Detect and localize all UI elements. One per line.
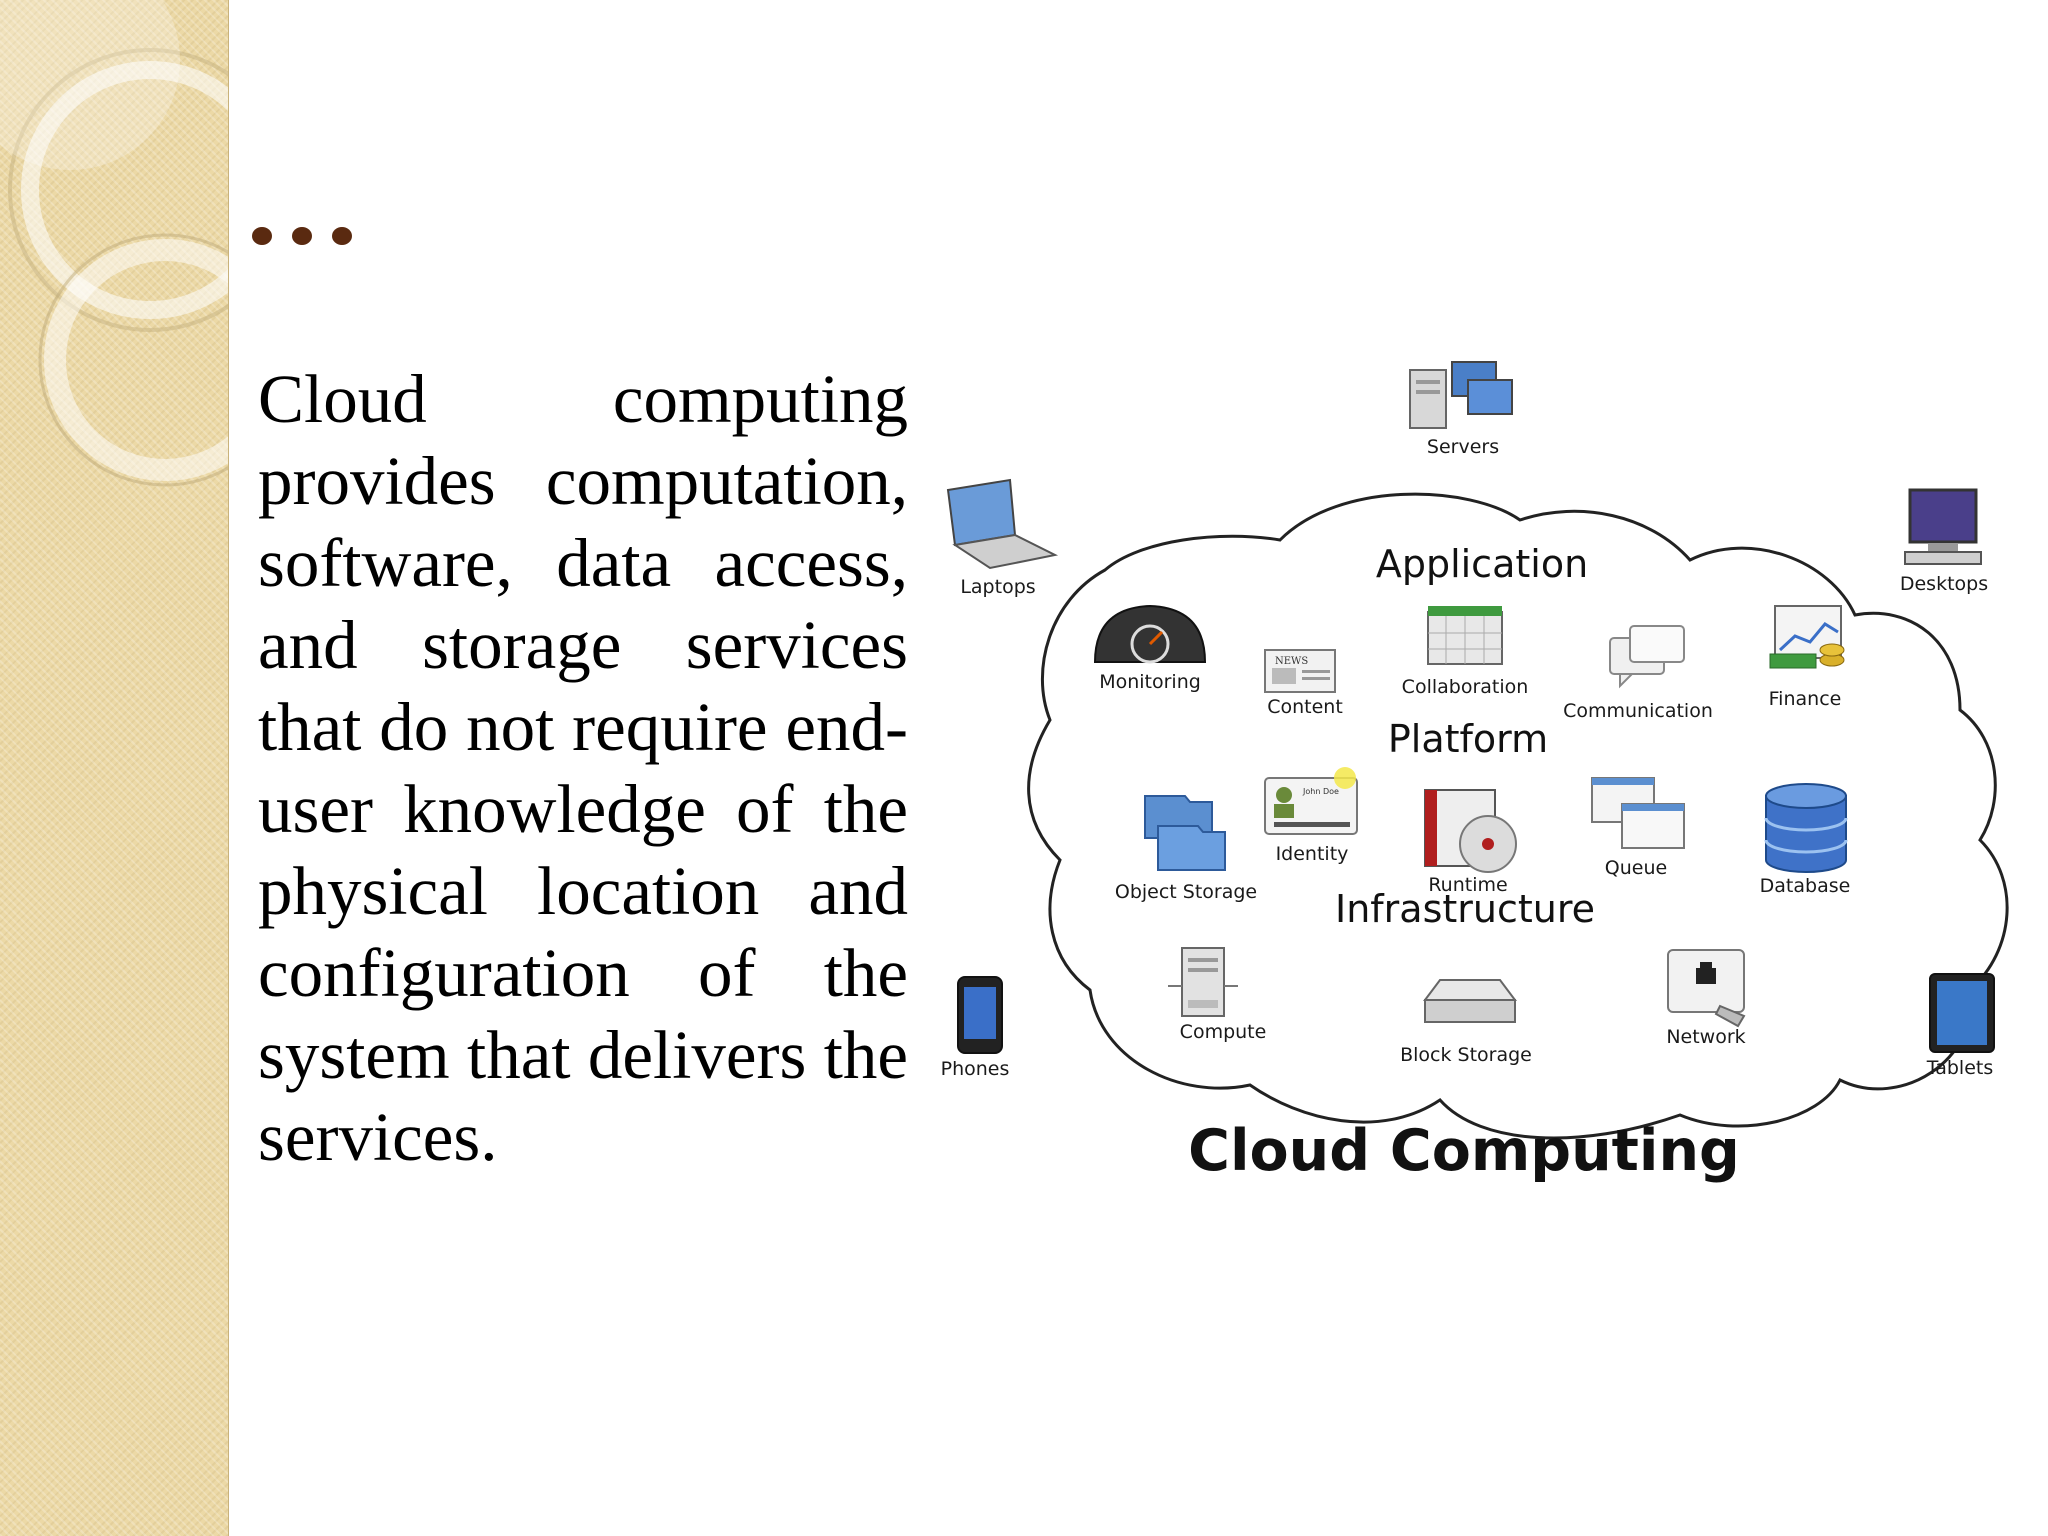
finance-icon (1769, 605, 1845, 669)
database-icon (1764, 783, 1848, 873)
monitoring-icon (1093, 604, 1207, 664)
desktops-label: Desktops (1900, 573, 1988, 595)
phones-label: Phones (941, 1058, 1010, 1080)
decorative-sidebar (0, 0, 229, 1536)
monitoring-label: Monitoring (1099, 671, 1201, 693)
tablet-icon (1929, 973, 1995, 1053)
object-storage-icon (1144, 795, 1226, 871)
platform-heading: Platform (1388, 717, 1548, 761)
diagram-title: Cloud Computing (1188, 1118, 1740, 1184)
content-icon: NEWS (1264, 649, 1336, 693)
infrastructure-heading: Infrastructure (1335, 887, 1595, 931)
body-paragraph: Cloud computing provides computation, so… (258, 361, 908, 1175)
block-storage-icon (1423, 979, 1517, 1023)
communication-icon (1609, 625, 1685, 689)
database-label: Database (1760, 875, 1851, 897)
laptops-label: Laptops (960, 576, 1035, 598)
tablets-label: Tablets (1926, 1057, 1993, 1079)
queue-icon (1591, 777, 1685, 849)
application-heading: Application (1376, 542, 1588, 586)
ellipsis-heading: … (252, 227, 352, 245)
compute-icon (1168, 947, 1238, 1017)
runtime-icon (1424, 789, 1517, 873)
network-label: Network (1666, 1026, 1745, 1048)
communication-label: Communication (1563, 700, 1713, 722)
block-storage-label: Block Storage (1400, 1044, 1532, 1066)
runtime-label: Runtime (1428, 874, 1507, 896)
desktop-icon (1904, 488, 1982, 565)
laptop-icon (946, 478, 1059, 570)
sidebar-rings (0, 0, 228, 487)
network-icon (1667, 949, 1746, 1028)
queue-label: Queue (1605, 857, 1667, 879)
servers-label: Servers (1427, 436, 1499, 458)
compute-label: Compute (1180, 1021, 1267, 1043)
identity-card-icon: John Doe (1264, 767, 1358, 835)
collaboration-icon (1427, 606, 1503, 665)
servers-icon (1409, 361, 1513, 429)
object-storage-label: Object Storage (1115, 881, 1257, 903)
phone-icon (957, 976, 1003, 1054)
content-label: Content (1267, 696, 1343, 718)
content-icon-text: NEWS (1275, 656, 1308, 667)
cloud-computing-diagram: Servers Laptops Desktops Phones Tablets … (941, 361, 2009, 1184)
finance-label: Finance (1769, 688, 1842, 710)
identity-card-name: John Doe (1302, 787, 1339, 796)
collaboration-label: Collaboration (1402, 676, 1529, 698)
identity-label: Identity (1276, 843, 1349, 865)
